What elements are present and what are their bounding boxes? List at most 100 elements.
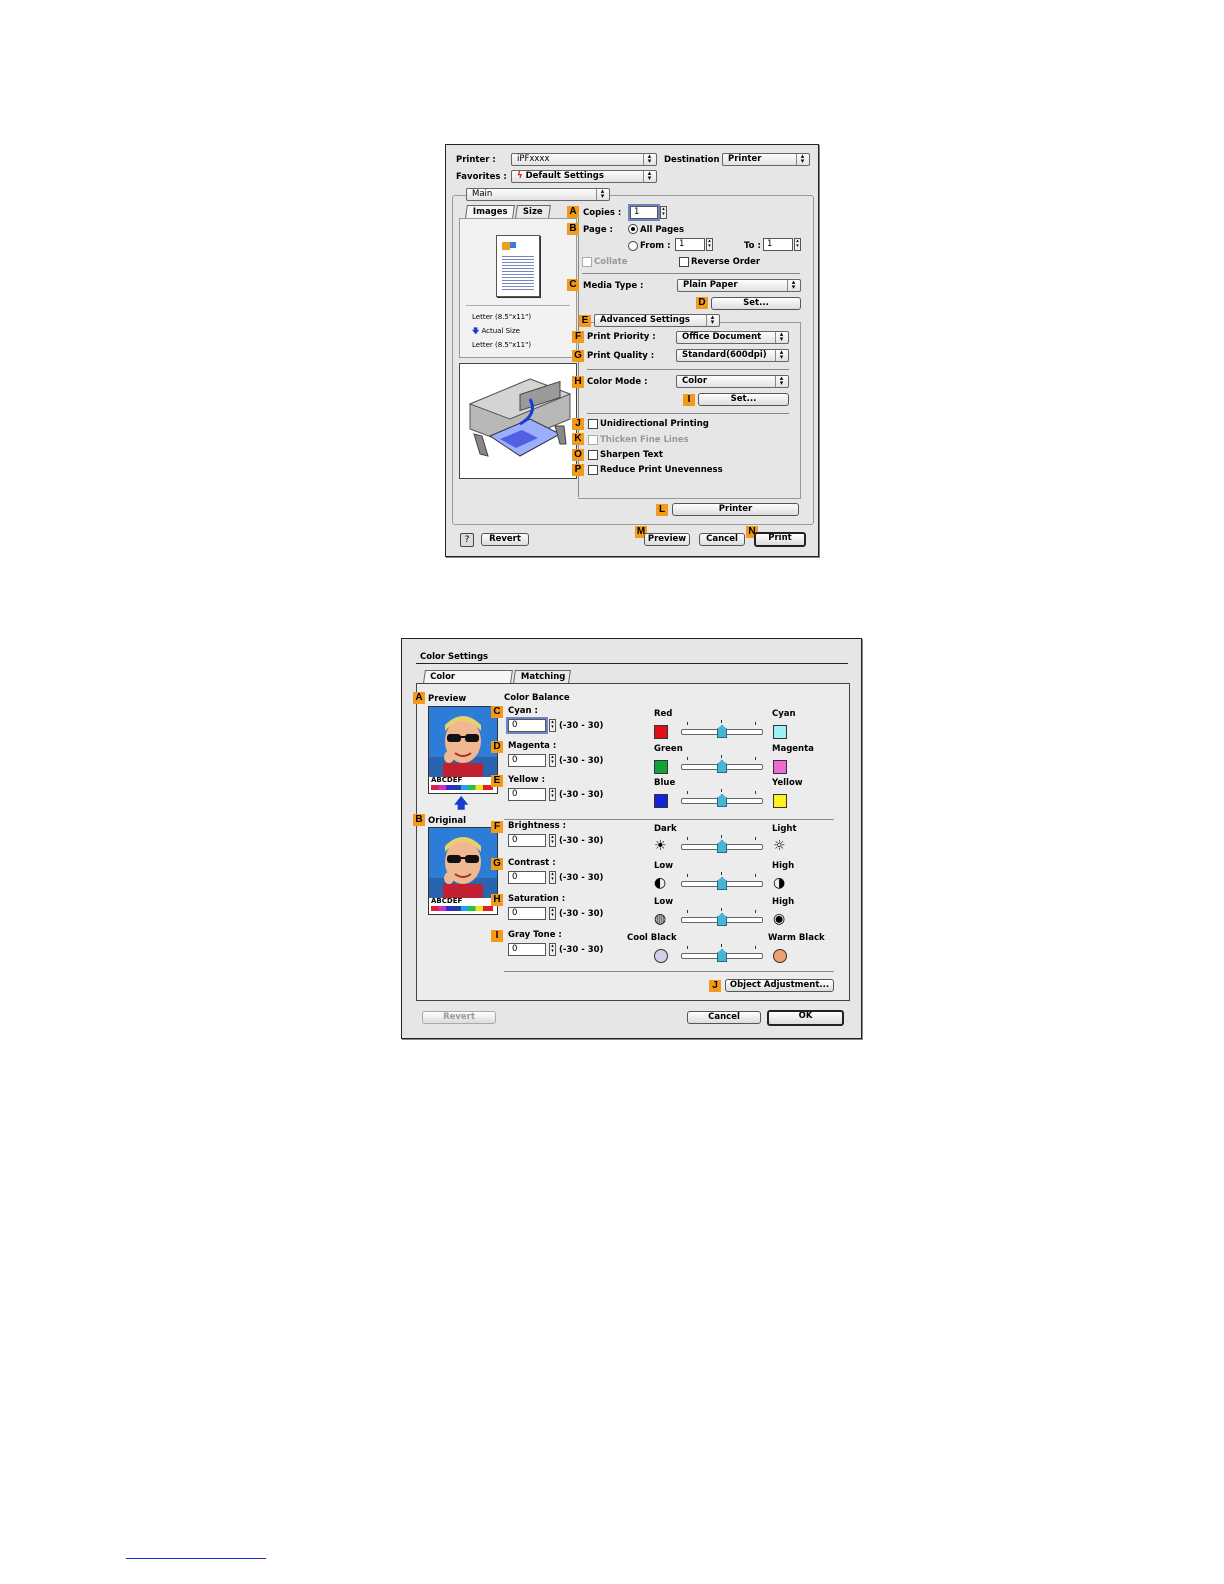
row-right-swatch — [773, 949, 787, 963]
tab-color-adjustment[interactable]: Color Adjustment — [423, 670, 513, 694]
help-icon[interactable]: ? — [460, 533, 474, 547]
row-stepper[interactable]: ▴▾ — [549, 871, 556, 884]
badge-c: C — [491, 706, 503, 718]
to-stepper[interactable]: ▴▾ — [794, 238, 801, 251]
preview-scale: 🡇 Actual Size — [472, 327, 520, 335]
footer-rule — [126, 1558, 266, 1559]
printer-button[interactable]: Printer — [672, 503, 799, 516]
row-left-label: Red — [654, 709, 673, 719]
row-stepper[interactable]: ▴▾ — [549, 754, 556, 767]
copies-field[interactable]: 1 — [630, 206, 658, 219]
media-set-button[interactable]: Set... — [711, 297, 801, 310]
slider-tick — [755, 791, 756, 794]
cancel-button[interactable]: Cancel — [687, 1011, 761, 1024]
to-field[interactable]: 1 — [763, 238, 793, 251]
row-value-field[interactable]: 0 — [508, 754, 546, 767]
from-field[interactable]: 1 — [675, 238, 705, 251]
print-priority-popup[interactable]: Office Document▴▾ — [676, 331, 789, 344]
preview-button[interactable]: Preview — [644, 533, 690, 546]
row-stepper[interactable]: ▴▾ — [549, 943, 556, 956]
slider-tick — [755, 837, 756, 840]
row-value-field[interactable]: 0 — [508, 788, 546, 801]
row-stepper[interactable]: ▴▾ — [549, 834, 556, 847]
tab-images[interactable]: Images — [465, 205, 515, 218]
collate-label: Collate — [594, 257, 628, 267]
up-arrow-icon: 🡅 — [454, 796, 469, 812]
popup-arrows-icon: ▴▾ — [596, 189, 608, 200]
badge-l: L — [656, 504, 668, 516]
all-pages-radio[interactable] — [628, 224, 638, 234]
tab-size[interactable]: Size — [515, 205, 551, 218]
row-right-label: High — [772, 861, 795, 871]
thumb-color-chips — [431, 785, 493, 790]
favorites-popup[interactable]: ϟ Default Settings▴▾ — [511, 170, 657, 183]
row-slider-knob[interactable] — [717, 725, 727, 738]
from-stepper[interactable]: ▴▾ — [706, 238, 713, 251]
badge-a: A — [413, 692, 425, 704]
popup-arrows-icon: ▴▾ — [775, 350, 787, 361]
row-slider-knob[interactable] — [717, 794, 727, 807]
main-group-box — [452, 195, 814, 525]
row-value-field[interactable]: 0 — [508, 907, 546, 920]
print-quality-label: Print Quality : — [587, 351, 655, 361]
slider-tick — [755, 874, 756, 877]
collate-checkbox[interactable] — [582, 257, 592, 267]
sharpen-checkbox[interactable] — [588, 450, 598, 460]
reverse-order-label: Reverse Order — [691, 257, 761, 267]
slider-tick — [687, 910, 688, 913]
panel-popup[interactable]: Main▴▾ — [466, 188, 610, 201]
row-value-field[interactable]: 0 — [508, 871, 546, 884]
row-left-label: Low — [654, 861, 674, 871]
row-stepper[interactable]: ▴▾ — [549, 907, 556, 920]
popup-arrows-icon: ▴▾ — [775, 376, 787, 387]
row-value-field[interactable]: 0 — [508, 943, 546, 956]
badge-i: I — [491, 930, 503, 942]
badge-b: B — [413, 814, 425, 826]
copies-stepper[interactable]: ▴▾ — [660, 206, 667, 219]
print-priority-label: Print Priority : — [587, 332, 656, 342]
row-stepper[interactable]: ▴▾ — [549, 788, 556, 801]
unidirectional-checkbox[interactable] — [588, 419, 598, 429]
revert-button[interactable]: Revert — [422, 1011, 496, 1024]
tab-matching[interactable]: Matching — [513, 670, 571, 683]
popup-arrows-icon: ▴▾ — [643, 171, 655, 182]
row-slider-knob[interactable] — [717, 877, 727, 890]
badge-h: H — [491, 894, 503, 906]
print-quality-popup[interactable]: Standard(600dpi)▴▾ — [676, 349, 789, 362]
thumbnail-text-lines — [502, 254, 534, 292]
from-radio[interactable] — [628, 241, 638, 251]
preview-output-size: Letter (8.5"x11") — [472, 341, 532, 349]
row-value-field[interactable]: 0 — [508, 834, 546, 847]
print-button[interactable]: Print — [754, 532, 806, 547]
slider-tick — [755, 946, 756, 949]
revert-button[interactable]: Revert — [481, 533, 529, 546]
row-stepper[interactable]: ▴▾ — [549, 719, 556, 732]
row-right-swatch — [773, 725, 787, 739]
badge-p: P — [572, 464, 584, 476]
advanced-settings-popup[interactable]: Advanced Settings▴▾ — [594, 314, 720, 327]
row-slider-knob[interactable] — [717, 760, 727, 773]
reduce-checkbox[interactable] — [588, 465, 598, 475]
reverse-order-checkbox[interactable] — [679, 257, 689, 267]
destination-popup[interactable]: Printer▴▾ — [722, 153, 810, 166]
printer-popup[interactable]: iPFxxxx▴▾ — [511, 153, 657, 166]
thumb-color-chips — [431, 906, 493, 911]
row-range: (-30 - 30) — [559, 790, 604, 800]
slider-tick — [721, 944, 722, 947]
high-contrast-icon: ◑ — [773, 875, 786, 891]
color-mode-popup[interactable]: Color▴▾ — [676, 375, 789, 388]
media-type-popup[interactable]: Plain Paper▴▾ — [677, 279, 801, 292]
separator — [587, 369, 789, 370]
row-right-label: Warm Black — [768, 933, 825, 943]
badge-e: E — [579, 315, 591, 327]
ok-button[interactable]: OK — [767, 1010, 844, 1026]
cancel-button[interactable]: Cancel — [699, 533, 745, 546]
row-slider-knob[interactable] — [717, 949, 727, 962]
row-value-field[interactable]: 0 — [508, 719, 546, 732]
slider-tick — [755, 910, 756, 913]
thicken-checkbox[interactable] — [588, 435, 598, 445]
color-set-button[interactable]: Set... — [698, 393, 789, 406]
row-slider-knob[interactable] — [717, 840, 727, 853]
object-adjustment-button[interactable]: Object Adjustment... — [725, 979, 834, 992]
row-slider-knob[interactable] — [717, 913, 727, 926]
